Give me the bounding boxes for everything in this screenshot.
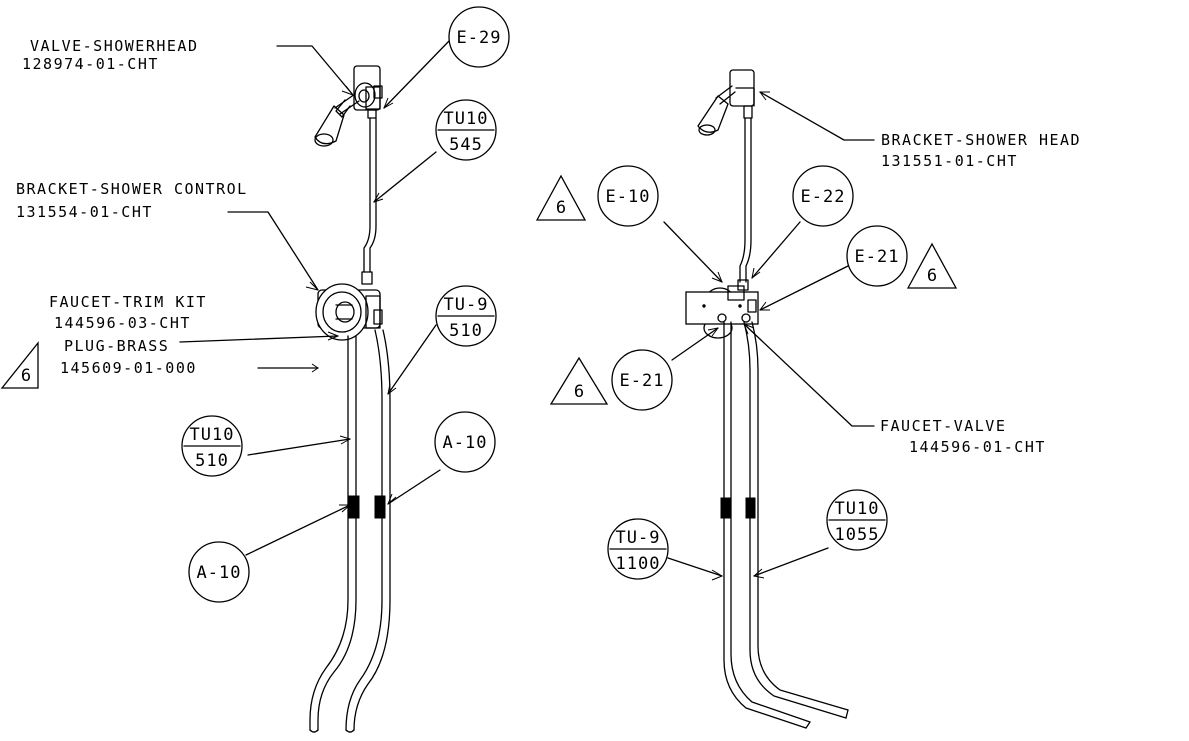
revision-triangle-e21-top: 6	[906, 242, 958, 289]
tube-callout-tu10-510: TU10 510	[181, 415, 243, 477]
svg-text:1055: 1055	[835, 525, 880, 545]
upper-tube-left	[361, 117, 377, 285]
svg-text:545: 545	[449, 135, 483, 155]
tube-callout-tu9-1100: TU-9 1100	[607, 518, 669, 580]
svg-text:6: 6	[927, 266, 937, 286]
bracket-shower-head-part	[697, 69, 755, 136]
revision-marks: 6 6 6 6	[0, 174, 958, 405]
part-labels: VALVE-SHOWERHEAD 128974-01-CHT BRACKET-S…	[16, 37, 1081, 456]
valve-showerhead-name: VALVE-SHOWERHEAD	[30, 37, 199, 55]
faucet-valve-part	[685, 279, 759, 339]
upper-tube-right	[739, 117, 752, 283]
svg-text:TU10: TU10	[190, 425, 235, 445]
svg-text:510: 510	[195, 451, 229, 471]
revision-triangle-left: 6	[0, 341, 39, 389]
tube-callout-tu10-545: TU10 545	[435, 99, 497, 161]
callout-e29: E-29	[457, 28, 502, 48]
svg-text:TU10: TU10	[444, 109, 489, 129]
bracket-shower-control-number: 131554-01-CHT	[16, 203, 153, 221]
tube-callout-tu9-510: TU-9 510	[435, 285, 497, 347]
svg-text:1100: 1100	[616, 554, 661, 574]
svg-text:6: 6	[574, 382, 584, 402]
arrowheads	[305, 85, 770, 581]
svg-text:TU-9: TU-9	[444, 295, 489, 315]
faucet-trim-kit-part	[315, 283, 383, 341]
bracket-shower-head-name: BRACKET-SHOWER HEAD	[881, 131, 1081, 149]
svg-text:TU-9: TU-9	[616, 528, 661, 548]
revision-triangle-e21-bottom: 6	[549, 356, 609, 405]
faucet-trim-kit-name: FAUCET-TRIM KIT	[49, 293, 207, 311]
svg-text:6: 6	[21, 366, 31, 386]
tube-left-b	[345, 329, 391, 733]
svg-text:6: 6	[556, 198, 566, 218]
right-assembly	[663, 69, 875, 729]
svg-text:TU10: TU10	[835, 499, 880, 519]
revision-triangle-e10: 6	[535, 174, 587, 221]
callout-a10-left: A-10	[197, 563, 242, 583]
svg-text:510: 510	[449, 321, 483, 341]
faucet-trim-kit-number: 144596-03-CHT	[54, 314, 191, 332]
callout-a10-right: A-10	[443, 433, 488, 453]
callout-e21-top: E-21	[855, 247, 900, 267]
tube-left-a	[309, 335, 360, 733]
valve-showerhead-number: 128974-01-CHT	[22, 55, 159, 73]
bracket-shower-head-number: 131551-01-CHT	[881, 152, 1018, 170]
faucet-valve-number: 144596-01-CHT	[909, 438, 1046, 456]
tube-callouts: TU10 545 TU-9 510 TU10 510 TU-9 1100 TU1…	[181, 99, 888, 580]
tube-callout-tu10-1055: TU10 1055	[826, 489, 888, 551]
left-assembly	[179, 39, 451, 733]
plug-brass-name: PLUG-BRASS	[64, 337, 169, 355]
callout-e21-bottom: E-21	[620, 371, 665, 391]
callout-e10: E-10	[606, 187, 651, 207]
valve-showerhead-part	[314, 65, 383, 147]
callout-e22: E-22	[801, 187, 846, 207]
tube-right-b	[743, 321, 849, 719]
faucet-valve-name: FAUCET-VALVE	[880, 417, 1006, 435]
bracket-shower-control-name: BRACKET-SHOWER CONTROL	[16, 180, 248, 198]
balloon-callouts: E-29 A-10 A-10 E-10 E-22 E-21 E-21	[188, 6, 908, 603]
plug-brass-number: 145609-01-000	[60, 359, 197, 377]
tube-right-a	[720, 321, 811, 729]
